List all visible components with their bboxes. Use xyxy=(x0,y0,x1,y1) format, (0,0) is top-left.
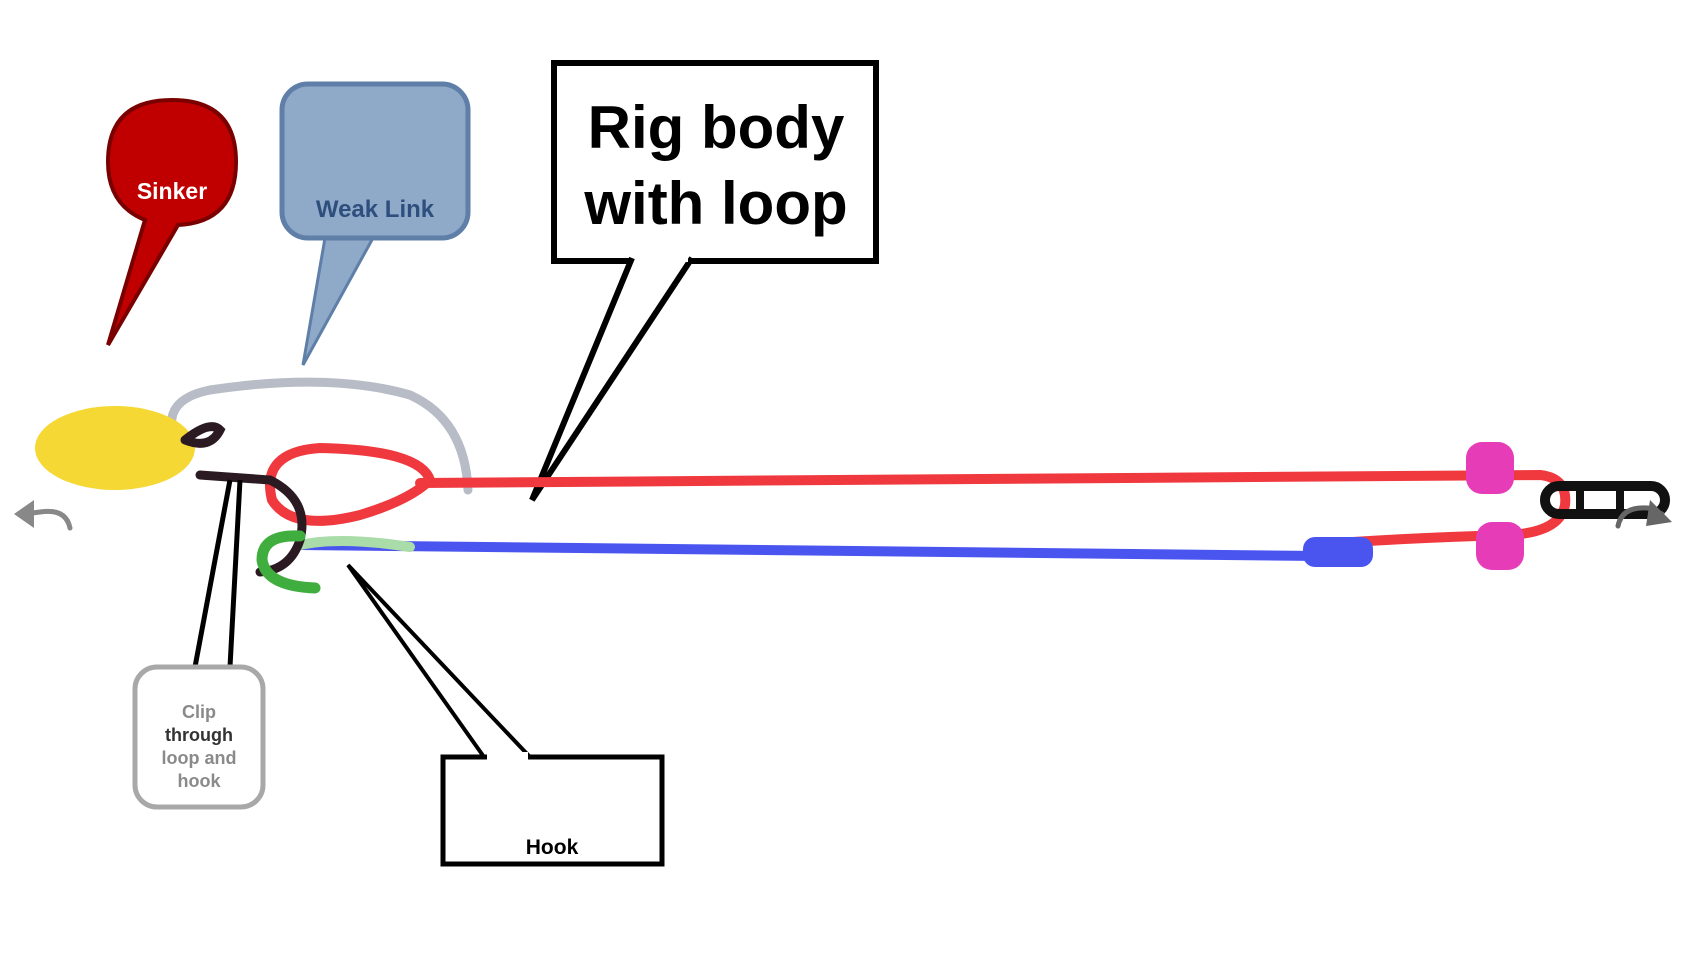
sinker-label: Sinker xyxy=(137,178,207,204)
rig-body-label-line2: with loop xyxy=(583,170,847,237)
curved-arrow-left-icon xyxy=(14,500,73,531)
weak-link-line xyxy=(167,377,473,495)
weak-link-callout: Weak Link xyxy=(279,81,471,366)
hook-line-stop xyxy=(1303,537,1373,567)
rig-body-loop xyxy=(265,442,435,526)
hook xyxy=(256,530,321,594)
sinker-body xyxy=(35,406,195,490)
rig-body-label-line1: Rig body xyxy=(588,94,845,161)
hook-label: Hook xyxy=(526,836,579,859)
clip-label-line3: loop and xyxy=(162,748,237,768)
weak-link-label: Weak Link xyxy=(316,196,435,223)
hook-line xyxy=(295,540,1325,561)
clip-label-line1: Clip xyxy=(182,702,216,722)
curved-arrow-right-icon xyxy=(1615,500,1672,529)
sinker-callout: Sinker xyxy=(105,97,239,347)
hook-line-green-end xyxy=(295,535,415,552)
clip-callout: Clip through loop and hook xyxy=(132,479,266,810)
rig-body-line xyxy=(415,469,1571,550)
swivel xyxy=(1540,481,1670,519)
bead-lower xyxy=(1476,522,1524,570)
clip xyxy=(180,422,307,577)
clip-label-line2: through xyxy=(165,725,233,745)
rig-body-callout: Rig body with loop xyxy=(529,60,879,502)
hook-callout: Hook xyxy=(346,563,665,867)
bead-upper xyxy=(1466,442,1514,494)
clip-label-line4: hook xyxy=(178,771,222,791)
